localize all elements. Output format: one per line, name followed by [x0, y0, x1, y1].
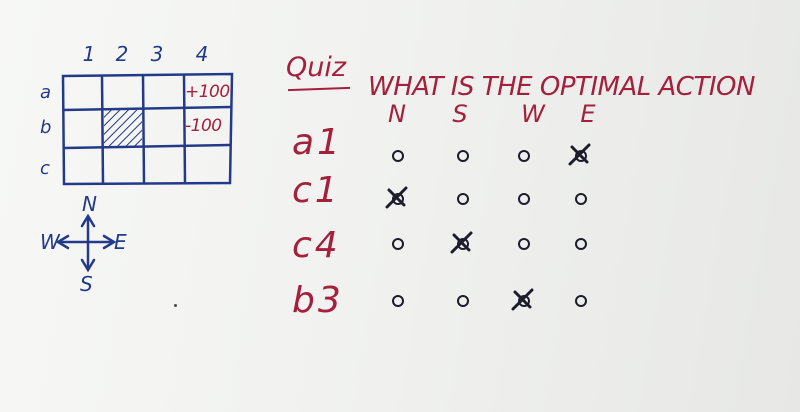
- grid-line-row-1: [62, 105, 232, 112]
- compass-north: N: [82, 192, 97, 216]
- option-c4-w[interactable]: [513, 233, 535, 255]
- column-label-2: 2: [115, 42, 129, 66]
- column-label-3: 3: [150, 42, 164, 66]
- circle-mark: [518, 238, 530, 250]
- option-c1-e[interactable]: [570, 188, 592, 210]
- option-b3-n[interactable]: [387, 290, 409, 312]
- grid-line-col-1: [100, 75, 105, 185]
- circle-mark: [392, 295, 404, 307]
- state-label-b3: b3: [292, 280, 344, 321]
- option-b3-s[interactable]: [452, 290, 474, 312]
- column-label-4: 4: [195, 42, 209, 66]
- circle-mark: [575, 295, 587, 307]
- cross-mark: [385, 186, 408, 209]
- quiz-label: Quiz: [286, 52, 347, 83]
- row-label-b: b: [40, 117, 52, 138]
- option-b3-e[interactable]: [570, 290, 592, 312]
- compass-east: E: [114, 230, 127, 254]
- circle-mark: [392, 150, 404, 162]
- option-c4-n[interactable]: [387, 233, 409, 255]
- quiz-title: What is the optimal action: [368, 72, 755, 102]
- option-b3-w[interactable]: [511, 288, 535, 312]
- option-c1-w[interactable]: [513, 188, 535, 210]
- action-header-s: S: [452, 100, 468, 128]
- circle-mark: [518, 150, 530, 162]
- circle-mark: [575, 238, 587, 250]
- grid-line-row-2: [63, 143, 231, 150]
- state-label-c4: c4: [292, 225, 341, 266]
- grid-line-col-2: [141, 74, 146, 185]
- compass-west: W: [40, 230, 60, 254]
- circle-mark: [392, 238, 404, 250]
- circle-mark: [518, 193, 530, 205]
- row-label-c: c: [40, 158, 50, 179]
- action-header-n: N: [388, 100, 406, 128]
- option-a1-e[interactable]: [568, 143, 592, 167]
- cross-mark: [511, 288, 534, 311]
- action-header-w: W: [521, 100, 545, 128]
- action-header-e: E: [580, 100, 596, 128]
- option-c1-s[interactable]: [452, 188, 474, 210]
- cross-mark: [568, 143, 591, 166]
- circle-mark: [457, 193, 469, 205]
- circle-mark: [457, 295, 469, 307]
- column-label-1: 1: [82, 42, 96, 66]
- state-label-a1: a1: [292, 122, 343, 163]
- reward-positive: +100: [185, 82, 230, 102]
- option-c4-e[interactable]: [570, 233, 592, 255]
- option-c1-n[interactable]: [385, 186, 409, 210]
- compass-arrows: [55, 213, 117, 273]
- circle-mark: [457, 150, 469, 162]
- row-label-a: a: [40, 82, 52, 103]
- option-a1-n[interactable]: [387, 145, 409, 167]
- state-label-c1: c1: [292, 170, 341, 211]
- option-c4-s[interactable]: [450, 231, 474, 255]
- ink-dot: [174, 304, 177, 307]
- grid-outline: [61, 72, 234, 186]
- grid-line-col-3: [182, 74, 187, 184]
- circle-mark: [575, 193, 587, 205]
- cross-mark: [450, 231, 473, 254]
- option-a1-w[interactable]: [513, 145, 535, 167]
- reward-negative: -100: [185, 116, 222, 136]
- option-a1-s[interactable]: [452, 145, 474, 167]
- blocked-cell-b2: [104, 110, 142, 147]
- compass-south: S: [80, 272, 93, 296]
